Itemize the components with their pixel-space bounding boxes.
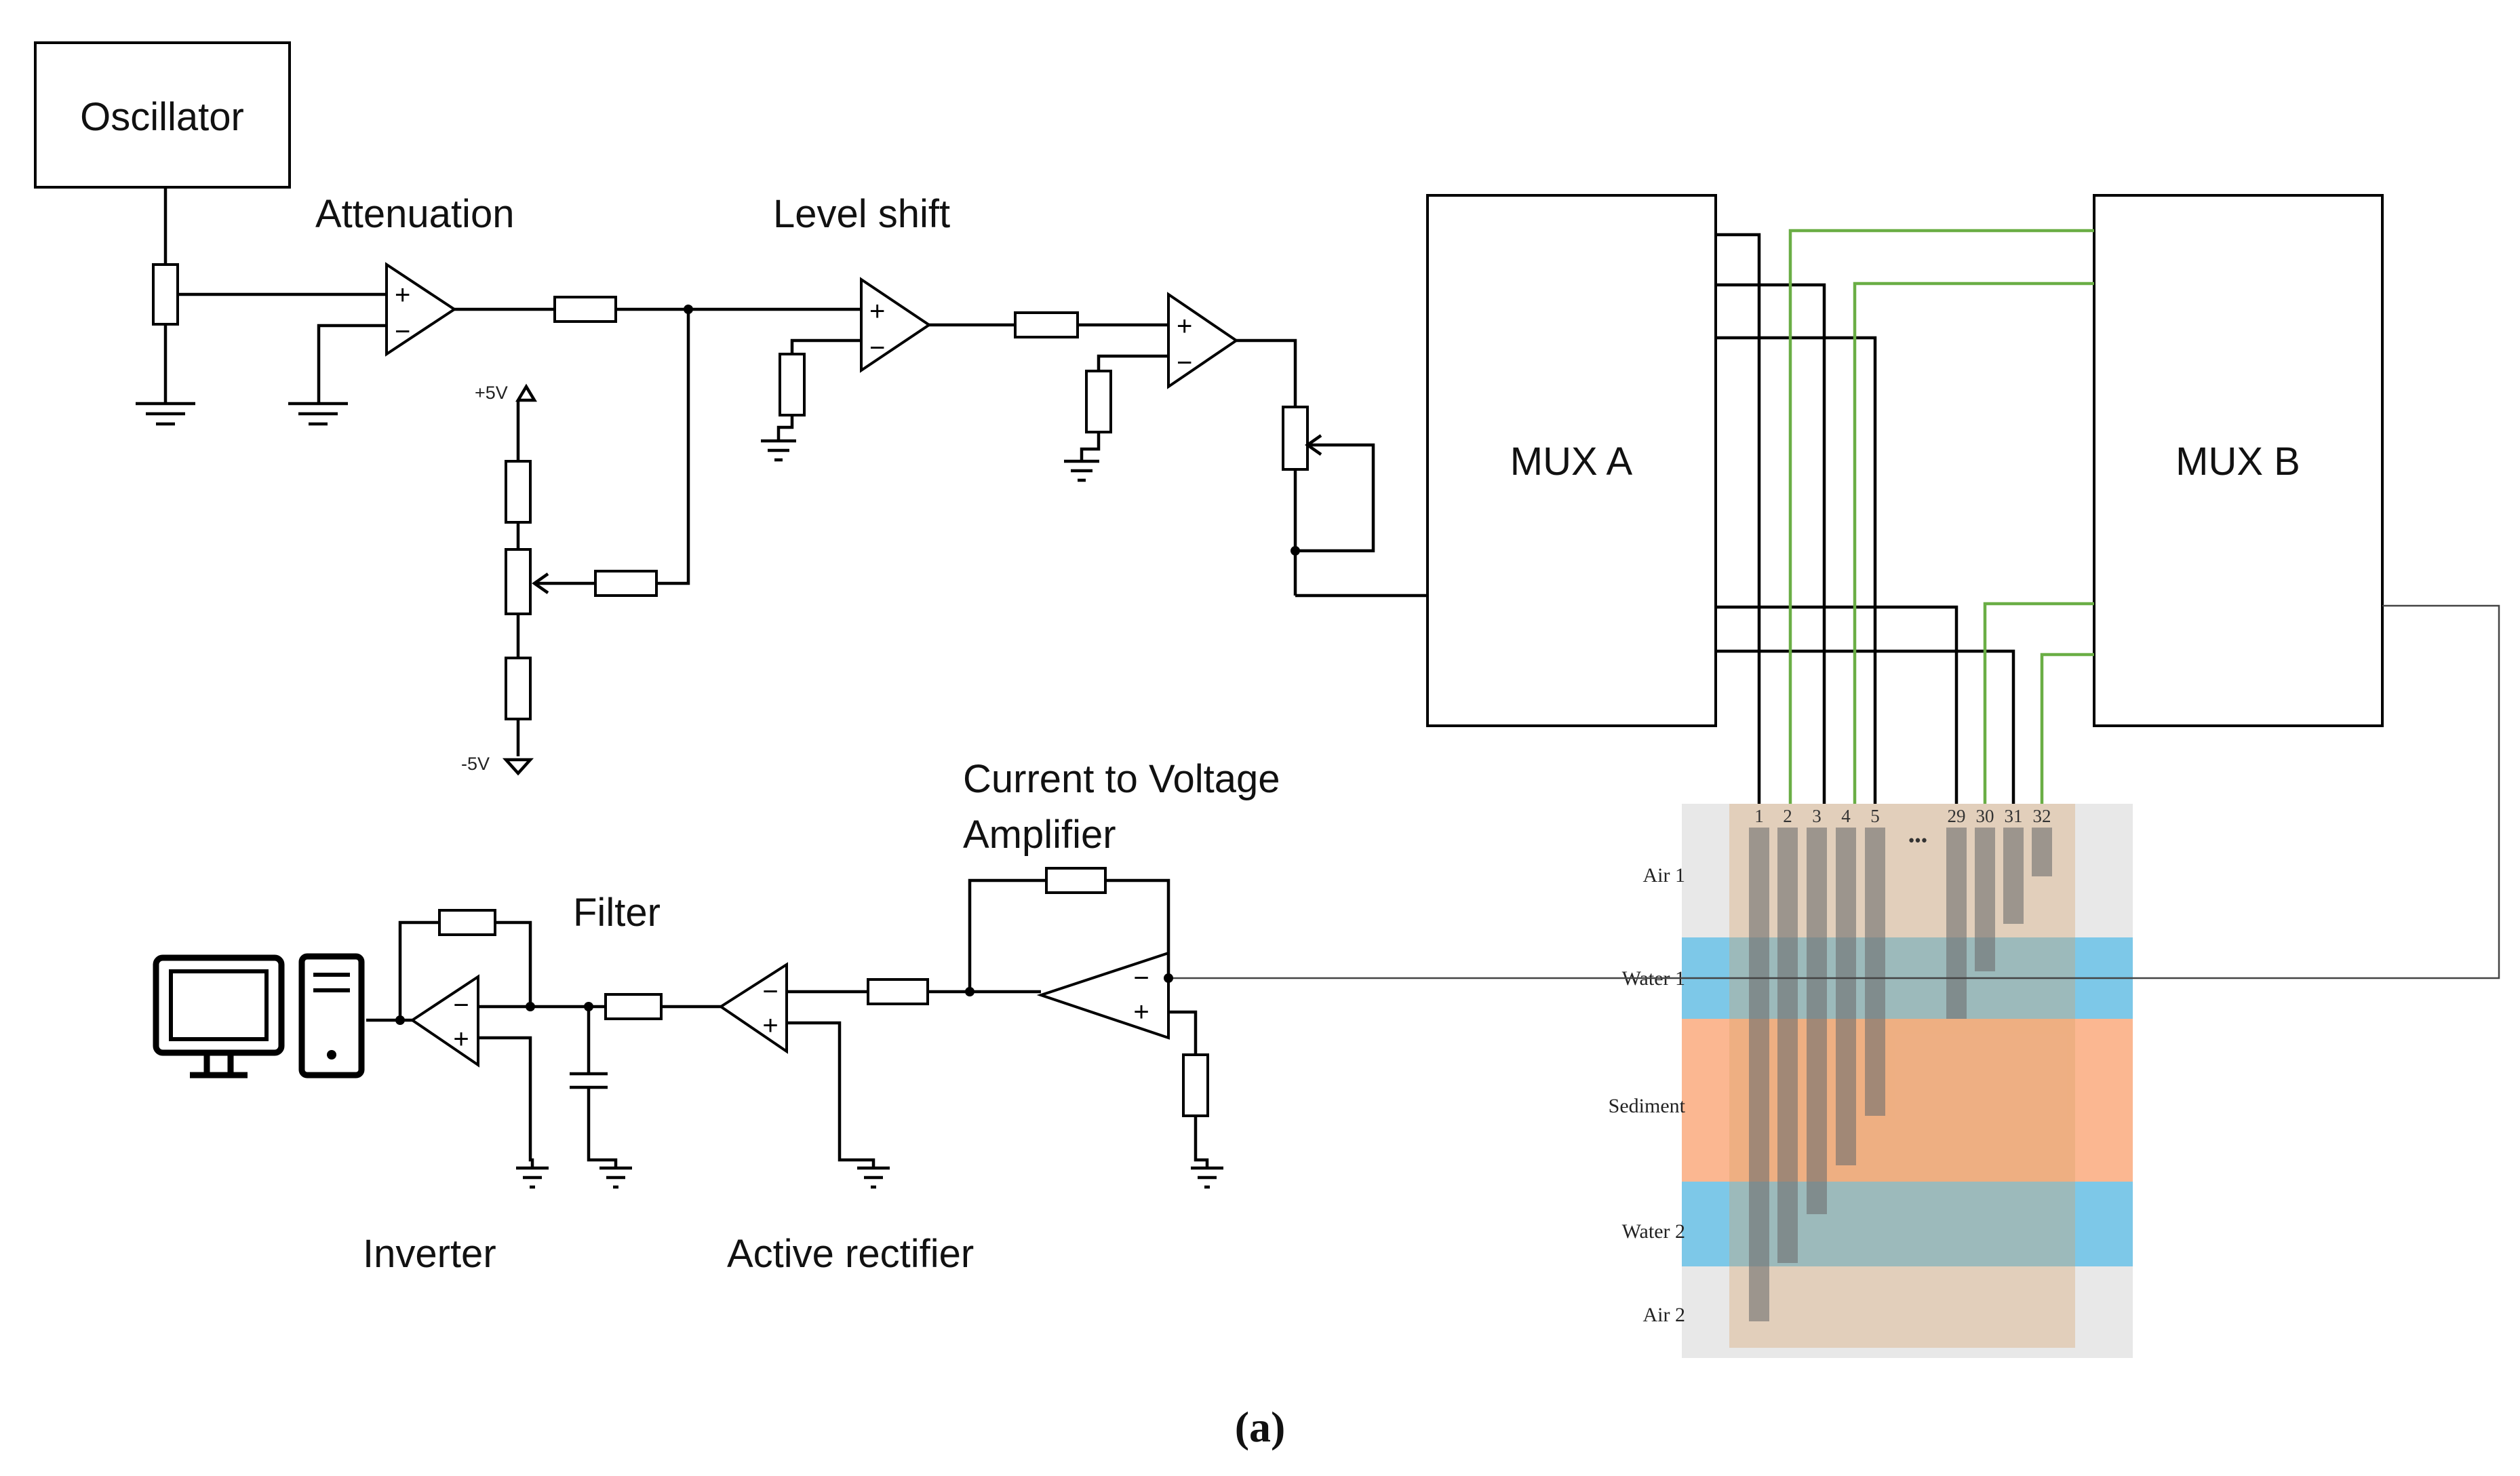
electrode-30 <box>1975 828 1995 971</box>
return-wire <box>1166 604 2500 979</box>
rectifier-opamp <box>718 962 788 1054</box>
electrode-number: 30 <box>1976 806 1994 826</box>
electrode-3 <box>1807 828 1827 1214</box>
bias-resistor-ground <box>1182 1053 1209 1117</box>
electrode-number: 4 <box>1841 806 1851 826</box>
minus-sign: − <box>1133 963 1149 993</box>
shift-resistor <box>779 353 806 416</box>
layer-label-water-2: Water 2 <box>1622 1220 1685 1243</box>
figure-label: (a) <box>1235 1403 1286 1451</box>
positive-supply-icon <box>515 383 537 402</box>
minus-sign: − <box>395 317 410 347</box>
plus-sign: + <box>762 1011 778 1041</box>
bias-resistor <box>594 570 658 597</box>
sensor-panel: 1 2 3 4 5 29 30 31 32 ••• Air 1 Water 1 … <box>1609 804 2133 1358</box>
gain-resistor <box>1014 311 1079 338</box>
computer-icon <box>153 953 365 1079</box>
minus-sign: − <box>453 990 469 1020</box>
plus-sign: + <box>869 296 885 326</box>
ground-icon <box>1191 1166 1223 1189</box>
ground-icon <box>1064 459 1099 482</box>
electrode-array <box>1749 828 2052 1321</box>
level-shift-label: Level shift <box>773 192 950 236</box>
ground-icon <box>136 402 195 426</box>
electrode-number: 5 <box>1870 806 1880 826</box>
minus-sign: − <box>869 333 885 363</box>
electrode-ellipsis: ••• <box>1908 830 1927 851</box>
negative-supply-icon <box>502 758 534 776</box>
inverter-feedback-resistor <box>438 909 496 936</box>
series-resistor <box>553 296 617 323</box>
minus-sign: − <box>762 977 778 1007</box>
gain-opamp <box>1167 292 1239 389</box>
mux-b-block <box>2093 194 2384 727</box>
current-to-voltage-label-line2: Amplifier <box>963 813 1116 857</box>
electrode-number: 29 <box>1948 806 1966 826</box>
mux-a-block <box>1426 194 1717 727</box>
mux-a-electrode-wires <box>1716 233 2015 804</box>
ground-icon <box>288 402 348 426</box>
feedback-resistor <box>1045 867 1107 894</box>
current-to-voltage-label-line1: Current to Voltage <box>963 757 1280 801</box>
layer-label-air-2: Air 2 <box>1643 1304 1686 1326</box>
input-potentiometer <box>152 263 179 326</box>
electrode-1 <box>1749 828 1769 1321</box>
inverter-opamp <box>410 974 479 1068</box>
layer-label-sediment: Sediment <box>1609 1095 1686 1117</box>
plus-sign: + <box>1133 997 1149 1027</box>
electrode-29 <box>1946 828 1967 1019</box>
filter-capacitor <box>570 1072 608 1089</box>
plus-sign: + <box>395 280 410 310</box>
bias-potentiometer <box>505 548 532 615</box>
level-shift-opamp <box>860 277 932 373</box>
layer-label-air-1: Air 1 <box>1643 864 1686 887</box>
mux-a-label: MUX A <box>1510 440 1633 484</box>
electrode-number: 31 <box>2005 806 2023 826</box>
divider-resistor-bottom <box>505 657 532 720</box>
electrode-5 <box>1865 828 1885 1116</box>
filter-label: Filter <box>573 891 661 935</box>
oscillator-label: Oscillator <box>80 95 244 139</box>
mux-b-label: MUX B <box>2176 440 2300 484</box>
electrode-4 <box>1836 828 1856 1165</box>
ground-icon <box>857 1166 890 1189</box>
electrode-2 <box>1777 828 1798 1263</box>
mux-b-electrode-wires <box>1788 229 2094 804</box>
attenuation-opamp <box>385 262 457 357</box>
negative-supply-label: -5V <box>461 754 490 774</box>
minus-sign: − <box>1177 348 1192 378</box>
divider-resistor-top <box>505 460 532 524</box>
ground-icon <box>599 1166 632 1189</box>
active-rectifier-label: Active rectifier <box>727 1232 974 1276</box>
gain-ground-resistor <box>1085 370 1112 433</box>
oscillator-block <box>34 41 291 189</box>
filter-resistor <box>604 993 663 1020</box>
electrode-number: 1 <box>1754 806 1764 826</box>
electrode-number: 32 <box>2033 806 2051 826</box>
rectifier-input-resistor <box>867 978 929 1005</box>
inverter-label: Inverter <box>363 1232 496 1276</box>
plus-sign: + <box>1177 311 1192 341</box>
transimpedance-opamp <box>1036 951 1170 1040</box>
ground-icon <box>516 1166 549 1189</box>
electrode-number: 3 <box>1812 806 1822 826</box>
positive-supply-label: +5V <box>475 383 508 403</box>
attenuation-label: Attenuation <box>315 192 514 236</box>
electrode-number: 2 <box>1783 806 1792 826</box>
output-potentiometer <box>1282 406 1309 471</box>
electrode-32 <box>2032 828 2052 876</box>
ground-icon <box>761 439 796 462</box>
plus-sign: + <box>453 1024 469 1054</box>
electrode-31 <box>2003 828 2024 924</box>
